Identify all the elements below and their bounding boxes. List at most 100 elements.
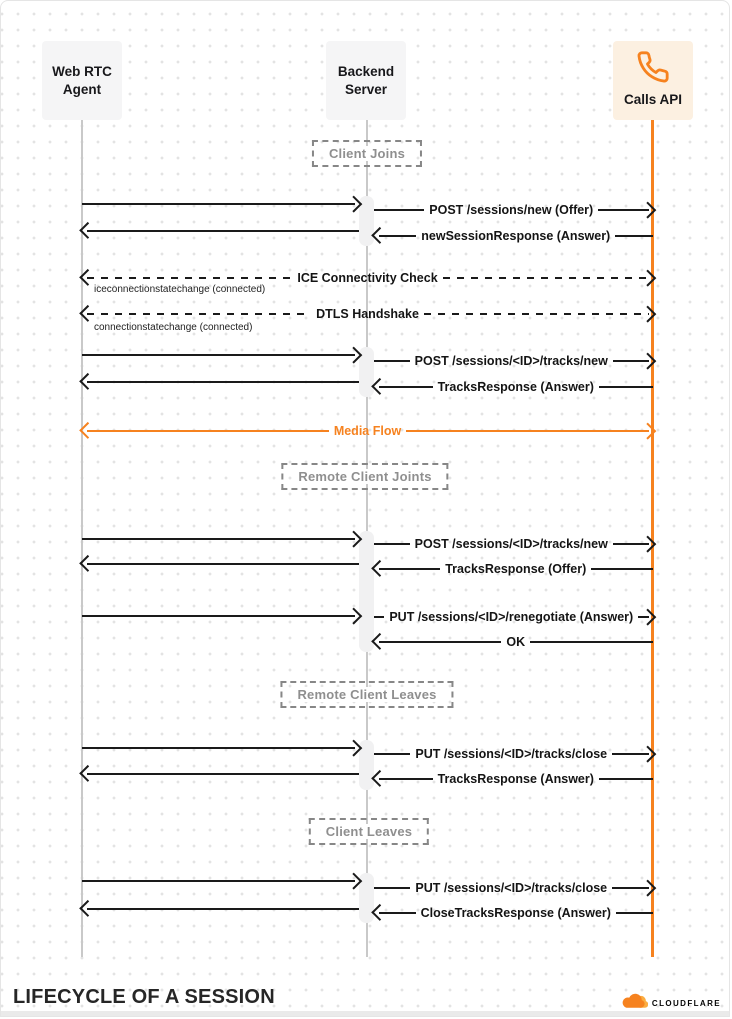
activation-bar: [359, 873, 374, 923]
message-label: TracksResponse (Answer): [437, 772, 594, 786]
message-label: OK: [506, 635, 526, 649]
arrow-calls-to-backend: newSessionResponse (Answer): [371, 227, 654, 245]
message-sublabel: iceconnectionstatechange (connected): [94, 284, 266, 295]
message-label: newSessionResponse (Answer): [421, 229, 611, 243]
phase-remote-client-leaves: Remote Client Leaves: [280, 681, 454, 708]
arrowhead-left-icon: [79, 373, 96, 391]
arrow-backend-to-webrtc: [79, 765, 359, 783]
message-label: POST /sessions/<ID>/tracks/new: [414, 537, 608, 551]
message-label: POST /sessions/<ID>/tracks/new: [414, 354, 608, 368]
arrowhead-left-icon: [371, 227, 388, 245]
arrow-webrtc-to-backend: [82, 607, 362, 625]
arrow-backend-to-calls: PUT /sessions/<ID>/tracks/close: [374, 879, 656, 897]
message-sublabel: connectionstatechange (connected): [94, 322, 253, 333]
arrow-backend-to-calls: PUT /sessions/<ID>/renegotiate (Answer): [374, 608, 656, 626]
arrow-backend-to-webrtc: [79, 555, 359, 573]
arrowhead-right-icon: [639, 269, 656, 287]
bottom-edge: [1, 1011, 729, 1016]
arrow-calls-to-backend: OK: [371, 633, 653, 651]
actor-calls-api: Calls API: [613, 41, 693, 120]
phase-label: Client Joins: [323, 146, 411, 161]
arrow-calls-to-backend: CloseTracksResponse (Answer): [371, 904, 654, 922]
activation-bar: [359, 531, 374, 652]
arrow-calls-to-backend: TracksResponse (Answer): [371, 378, 653, 396]
arrow-webrtc-to-backend: [82, 739, 362, 757]
arrowhead-right-icon: [639, 201, 656, 219]
actor-backend-server: Backend Server: [326, 41, 406, 120]
arrowhead-right-icon: [639, 352, 656, 370]
arrow-backend-to-webrtc: [79, 373, 359, 391]
arrowhead-left-icon: [79, 900, 96, 918]
phone-icon: [636, 50, 670, 89]
arrow-dtls-handshake: DTLS Handshake: [79, 305, 656, 323]
lifeline-calls-api: [651, 120, 654, 957]
arrow-backend-to-calls: POST /sessions/new (Offer): [374, 201, 656, 219]
phase-remote-client-joins: Remote Client Joints: [281, 463, 449, 490]
phase-client-joins: Client Joins: [311, 140, 423, 167]
arrowhead-left-icon: [371, 560, 388, 578]
arrowhead-right-icon: [345, 195, 362, 213]
arrowhead-right-icon: [639, 745, 656, 763]
arrow-calls-to-backend: TracksResponse (Answer): [371, 770, 653, 788]
arrowhead-right-icon: [639, 879, 656, 897]
arrowhead-right-icon: [639, 535, 656, 553]
message-label: TracksResponse (Offer): [445, 562, 587, 576]
arrow-media-flow: Media Flow: [79, 422, 656, 440]
cloudflare-logo: CLOUDFLARE: [621, 993, 721, 1014]
arrow-ice-connectivity: ICE Connectivity Check: [79, 269, 656, 287]
phase-client-leaves: Client Leaves: [308, 818, 430, 845]
arrowhead-left-icon: [371, 633, 388, 651]
cloudflare-cloud-icon: [621, 993, 649, 1014]
activation-bar: [359, 196, 374, 246]
arrowhead-right-icon: [639, 305, 656, 323]
message-label: Media Flow: [333, 424, 402, 438]
arrowhead-right-icon: [345, 739, 362, 757]
cloudflare-wordmark: CLOUDFLARE: [651, 999, 721, 1008]
arrowhead-left-icon: [79, 765, 96, 783]
actor-label: Web RTC: [52, 63, 112, 79]
arrow-line: [82, 202, 355, 206]
arrowhead-right-icon: [639, 608, 656, 626]
activation-bar: [359, 740, 374, 790]
message-label: TracksResponse (Answer): [437, 380, 594, 394]
message-label: DTLS Handshake: [316, 307, 419, 321]
arrow-webrtc-to-backend: [82, 530, 362, 548]
arrow-backend-to-calls: PUT /sessions/<ID>/tracks/close: [374, 745, 656, 763]
arrow-calls-to-backend: TracksResponse (Offer): [371, 560, 653, 578]
message-label: POST /sessions/new (Offer): [429, 203, 594, 217]
activation-bar: [359, 347, 374, 397]
message-label: PUT /sessions/<ID>/tracks/close: [415, 881, 608, 895]
arrowhead-left-icon: [79, 305, 96, 323]
arrow-backend-to-webrtc: [79, 900, 359, 918]
arrowhead-right-icon: [639, 422, 656, 440]
actor-label: Backend: [337, 63, 395, 79]
arrowhead-left-icon: [371, 770, 388, 788]
message-label: PUT /sessions/<ID>/tracks/close: [415, 747, 608, 761]
arrow-webrtc-to-backend: [82, 195, 362, 213]
message-label: CloseTracksResponse (Answer): [420, 906, 611, 920]
arrowhead-left-icon: [79, 422, 96, 440]
arrowhead-right-icon: [345, 530, 362, 548]
phase-label: Remote Client Leaves: [292, 687, 442, 702]
actor-label: Server: [344, 81, 388, 97]
actor-label: Calls API: [623, 92, 683, 107]
arrowhead-right-icon: [345, 607, 362, 625]
phase-label: Remote Client Joints: [293, 469, 437, 484]
arrowhead-right-icon: [345, 346, 362, 364]
actor-webrtc-agent: Web RTC Agent: [42, 41, 122, 120]
arrowhead-left-icon: [371, 904, 388, 922]
arrow-webrtc-to-backend: [82, 346, 362, 364]
arrow-webrtc-to-backend: [82, 872, 362, 890]
message-label: PUT /sessions/<ID>/renegotiate (Answer): [389, 610, 634, 624]
arrow-backend-to-calls: POST /sessions/<ID>/tracks/new: [374, 352, 656, 370]
arrow-backend-to-calls: POST /sessions/<ID>/tracks/new: [374, 535, 656, 553]
message-label: ICE Connectivity Check: [297, 271, 438, 285]
arrowhead-right-icon: [345, 872, 362, 890]
arrowhead-left-icon: [371, 378, 388, 396]
actor-label: Agent: [62, 81, 102, 97]
arrowhead-left-icon: [79, 555, 96, 573]
page-title: LIFECYCLE OF A SESSION: [13, 986, 275, 1008]
arrow-backend-to-webrtc: [79, 222, 359, 240]
phase-label: Client Leaves: [320, 824, 418, 839]
